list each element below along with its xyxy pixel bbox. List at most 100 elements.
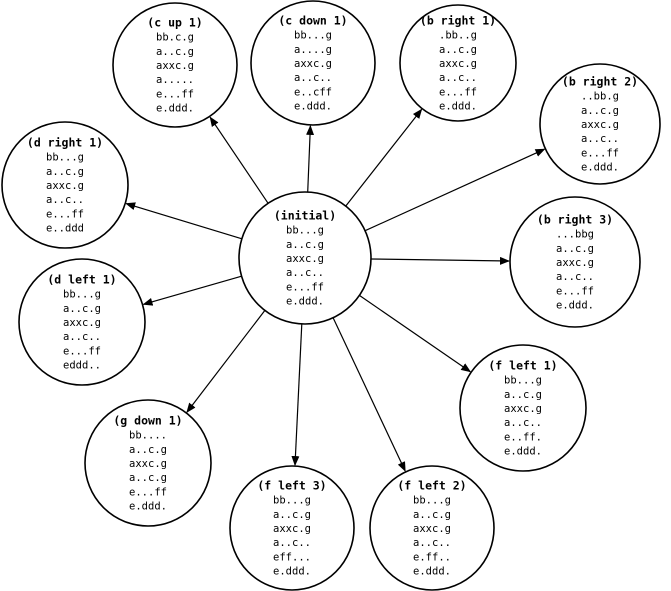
grid-row: axxc.g bbox=[294, 58, 332, 70]
node-circle bbox=[1, 121, 129, 249]
grid-row: a..c.. bbox=[273, 537, 311, 549]
grid-row: e.ddd. bbox=[156, 103, 194, 115]
grid-row: e...ff bbox=[439, 86, 477, 98]
grid-row: axxc.g bbox=[439, 58, 477, 70]
grid-row: e.ddd. bbox=[413, 566, 451, 578]
state-node-b-right-2: (b right 2)..bb.ga..c.gaxxc.ga..c..e...f… bbox=[539, 63, 661, 185]
node-title: (b right 2) bbox=[562, 74, 638, 88]
node-circle bbox=[509, 196, 641, 328]
grid-row: axxc.g bbox=[413, 523, 451, 535]
grid-row: e.ddd. bbox=[286, 296, 324, 308]
grid-row: a..c.. bbox=[413, 537, 451, 549]
node-circle bbox=[250, 0, 376, 126]
node-title: (d left 1) bbox=[47, 272, 116, 286]
grid-row: axxc.g bbox=[156, 60, 194, 72]
edge-initial-to-f-left-1 bbox=[359, 294, 472, 373]
node-circle bbox=[18, 258, 146, 386]
grid-row: e.ddd. bbox=[581, 162, 619, 174]
grid-row: bb.... bbox=[129, 430, 167, 442]
grid-row: a....g bbox=[294, 44, 332, 56]
grid-row: axxc.g bbox=[504, 403, 542, 415]
grid-row: e..cff bbox=[294, 86, 332, 98]
grid-row: a..c.g bbox=[286, 239, 324, 251]
grid-row: e.ff.. bbox=[413, 551, 451, 563]
grid-row: a..c.g bbox=[556, 243, 594, 255]
grid-row: axxc.g bbox=[63, 317, 101, 329]
node-title: (f left 3) bbox=[257, 478, 326, 492]
node-title: (c up 1) bbox=[147, 15, 202, 29]
grid-row: axxc.g bbox=[286, 253, 324, 265]
node-circle bbox=[84, 399, 212, 527]
grid-row: a..c.. bbox=[63, 331, 101, 343]
node-title: (c down 1) bbox=[278, 13, 347, 27]
grid-row: a..c.. bbox=[504, 417, 542, 429]
edge-initial-to-c-down-1 bbox=[306, 124, 315, 193]
state-node-d-right-1: (d right 1)bb...ga..c.gaxxc.ga..c..e...f… bbox=[1, 121, 129, 249]
grid-row: e.ddd. bbox=[556, 300, 594, 312]
grid-row: e.ddd. bbox=[439, 101, 477, 113]
grid-row: a..c.. bbox=[581, 133, 619, 145]
grid-row: a..c.g bbox=[46, 166, 84, 178]
grid-row: ...bbg bbox=[556, 229, 594, 241]
grid-row: bb.c.g bbox=[156, 32, 194, 44]
edge-initial-to-c-up-1 bbox=[209, 116, 269, 204]
grid-row: e...ff bbox=[129, 486, 167, 498]
grid-row: eff... bbox=[273, 551, 311, 563]
edge-initial-to-d-left-1 bbox=[142, 275, 242, 306]
node-circle bbox=[112, 2, 238, 128]
grid-row: e...ff bbox=[63, 345, 101, 357]
state-node-f-left-2: (f left 2) bb...g a..c.g axxc.g a..c.. e.ff..… bbox=[369, 465, 495, 591]
grid-row: a..c.g bbox=[273, 509, 311, 521]
node-title: (d right 1) bbox=[27, 135, 103, 149]
grid-row: a..c.g bbox=[581, 105, 619, 117]
state-node-g-down-1: (g down 1)bb....a..c.gaxxc.ga..c.ge...ff… bbox=[84, 399, 212, 527]
grid-row: bb...g bbox=[46, 152, 84, 164]
grid-row: a..c.g bbox=[413, 509, 451, 521]
node-circle bbox=[229, 465, 355, 591]
node-circle bbox=[369, 465, 495, 591]
edges-layer bbox=[125, 108, 546, 472]
grid-row: a..c.g bbox=[504, 389, 542, 401]
state-node-d-left-1: (d left 1) bb...g a..c.g axxc.g a..c.. e...ff… bbox=[18, 258, 146, 386]
node-title: (f left 2) bbox=[397, 478, 466, 492]
grid-row: a..c.g bbox=[129, 472, 167, 484]
state-node-b-right-1: (b right 1).bb..ga..c.gaxxc.ga..c..e...f… bbox=[399, 4, 517, 122]
state-node-f-left-1: (f left 1)bb...ga..c.gaxxc.ga..c..e..ff.… bbox=[459, 344, 587, 472]
grid-row: a..c.g bbox=[63, 303, 101, 315]
edge-initial-to-f-left-3 bbox=[291, 323, 303, 467]
grid-row: a..c.. bbox=[439, 72, 477, 84]
grid-row: bb...g bbox=[63, 289, 101, 301]
grid-row: axxc.g bbox=[581, 119, 619, 131]
grid-row: eddd.. bbox=[63, 360, 101, 372]
grid-row: a..c.. bbox=[556, 271, 594, 283]
grid-row: e..ff. bbox=[504, 431, 542, 443]
grid-row: .bb..g bbox=[439, 30, 477, 42]
grid-row: e..ddd bbox=[46, 223, 84, 235]
grid-row: bb...g bbox=[286, 225, 324, 237]
grid-row: e...ff bbox=[581, 147, 619, 159]
edge-initial-to-b-right-3 bbox=[370, 256, 510, 265]
grid-row: a..c.g bbox=[439, 44, 477, 56]
state-node-c-up-1: (c up 1)bb.c.ga..c.gaxxc.ga.....e...ffe.… bbox=[112, 2, 238, 128]
node-title: (b right 3) bbox=[537, 212, 613, 226]
grid-row: axxc.g bbox=[556, 257, 594, 269]
state-node-c-down-1: (c down 1)bb...ga....gaxxc.ga..c..e..cff… bbox=[250, 0, 376, 126]
grid-row: e.ddd. bbox=[294, 101, 332, 113]
grid-row: e...ff bbox=[156, 88, 194, 100]
edge-initial-to-b-right-2 bbox=[364, 148, 546, 232]
grid-row: bb...g bbox=[413, 495, 451, 507]
grid-row: e.ddd. bbox=[504, 446, 542, 458]
node-circle bbox=[459, 344, 587, 472]
grid-row: a..c.g bbox=[129, 444, 167, 456]
edge-initial-to-b-right-1 bbox=[345, 108, 423, 207]
grid-row: bb...g bbox=[504, 375, 542, 387]
state-node-b-right-3: (b right 3)...bbga..c.gaxxc.ga..c..e...f… bbox=[509, 196, 641, 328]
node-circle bbox=[399, 4, 517, 122]
grid-row: a..c.. bbox=[46, 194, 84, 206]
node-title: (initial) bbox=[274, 208, 336, 222]
grid-row: axxc.g bbox=[273, 523, 311, 535]
grid-row: e...ff bbox=[46, 208, 84, 220]
edge-initial-to-d-right-1 bbox=[125, 202, 243, 240]
